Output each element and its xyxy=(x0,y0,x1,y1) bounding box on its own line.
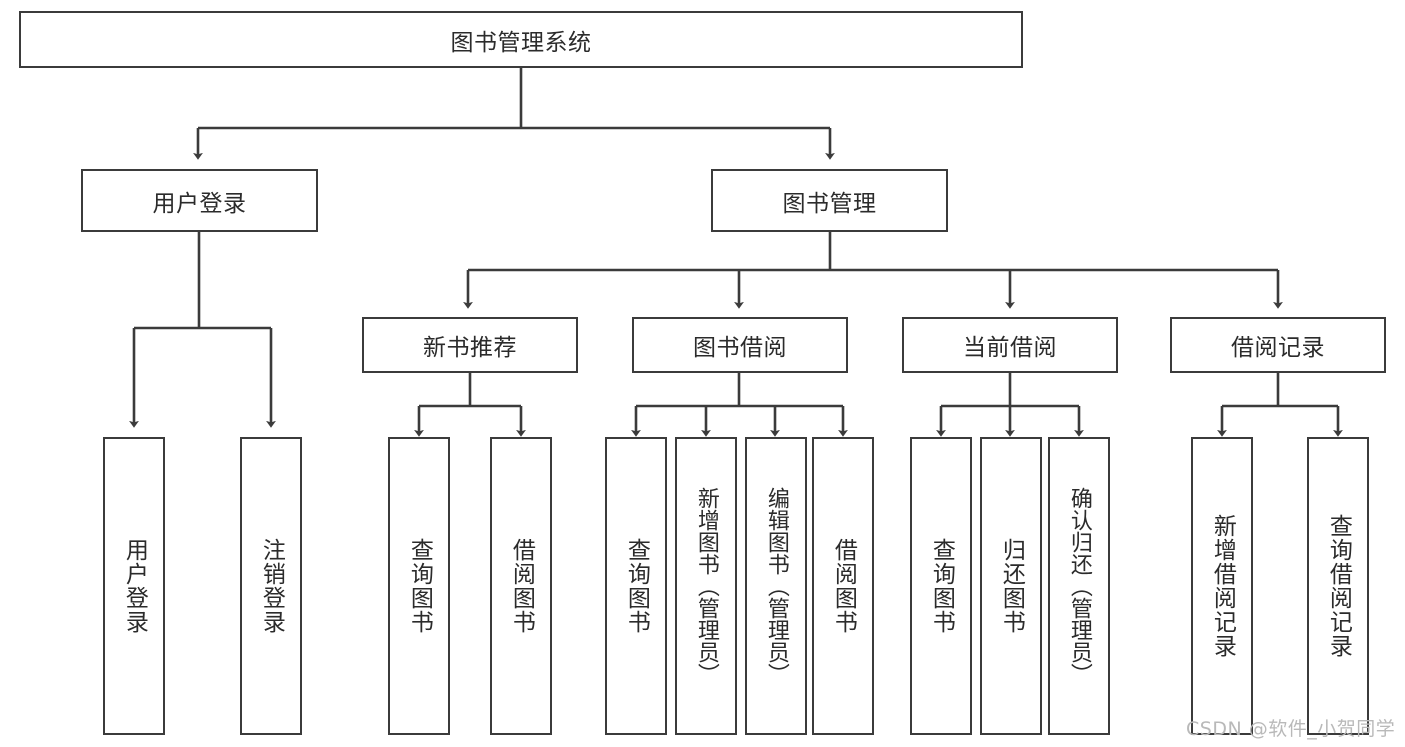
leaf-confirm-return-admin[interactable]: 确认归还（管理员） xyxy=(1048,437,1110,735)
leaf-query-borrow-record[interactable]: 查询借阅记录 xyxy=(1307,437,1369,735)
node-new-book-recommend[interactable]: 新书推荐 xyxy=(362,317,578,373)
leaf-query-book-new[interactable]: 查询图书 xyxy=(388,437,450,735)
leaf-add-borrow-record[interactable]: 新增借阅记录 xyxy=(1191,437,1253,735)
node-borrow-records[interactable]: 借阅记录 xyxy=(1170,317,1386,373)
leaf-logout[interactable]: 注销登录 xyxy=(240,437,302,735)
leaf-add-book-admin[interactable]: 新增图书（管理员） xyxy=(675,437,737,735)
leaf-user-login[interactable]: 用户登录 xyxy=(103,437,165,735)
node-current-borrow[interactable]: 当前借阅 xyxy=(902,317,1118,373)
watermark: CSDN @软件_小贺同学 xyxy=(1186,718,1396,740)
node-root[interactable]: 图书管理系统 xyxy=(19,11,1023,68)
leaf-edit-book-admin[interactable]: 编辑图书（管理员） xyxy=(745,437,807,735)
leaf-query-book-current[interactable]: 查询图书 xyxy=(910,437,972,735)
node-book-borrow[interactable]: 图书借阅 xyxy=(632,317,848,373)
leaf-return-book[interactable]: 归还图书 xyxy=(980,437,1042,735)
leaf-query-book-borrow[interactable]: 查询图书 xyxy=(605,437,667,735)
node-book-management[interactable]: 图书管理 xyxy=(711,169,948,232)
leaf-borrow-book[interactable]: 借阅图书 xyxy=(812,437,874,735)
leaf-borrow-book-new[interactable]: 借阅图书 xyxy=(490,437,552,735)
node-user-login[interactable]: 用户登录 xyxy=(81,169,318,232)
